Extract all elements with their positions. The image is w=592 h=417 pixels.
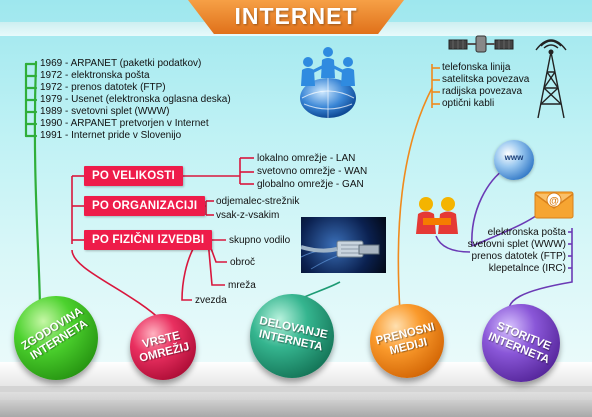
ball-label: PRENOSNI MEDIJI <box>374 321 436 358</box>
history-item: 1972 - prenos datotek (FTP) <box>40 82 166 93</box>
organization-item: vsak-z-vsakim <box>216 210 280 221</box>
history-item: 1990 - ARPANET pretvorjen v Internet <box>40 118 209 129</box>
topic-ball-operation[interactable]: DELOVANJE INTERNETA <box>250 294 334 378</box>
topic-ball-history[interactable]: ZGODOVINA INTERNETA <box>14 296 98 380</box>
page-title: INTERNET <box>234 3 358 29</box>
service-item: klepetalnce (IRC) <box>488 263 566 274</box>
topology-item: skupno vodilo <box>229 235 291 246</box>
www-label: www <box>504 153 524 162</box>
media-item: telefonska linija <box>442 62 511 73</box>
topology-item: zvezda <box>195 295 227 306</box>
history-item: 1991 - Internet pride v Slovenijo <box>40 130 182 141</box>
topic-ball-network-types[interactable]: VRSTE OMREŽIJ <box>130 314 196 380</box>
email-icon: @ <box>534 191 574 219</box>
history-item: 1969 - ARPANET (paketki podatkov) <box>40 58 202 69</box>
topic-ball-services[interactable]: STORITVE INTERNETA <box>482 304 560 382</box>
media-item: radijska povezava <box>442 86 523 97</box>
floor-base <box>0 400 592 417</box>
title-tab <box>188 0 404 34</box>
size-item: lokalno omrežje - LAN <box>257 153 356 164</box>
networking-globe-icon <box>300 47 356 118</box>
size-item: globalno omrežje - GAN <box>257 179 364 190</box>
satellite-icon <box>448 35 514 53</box>
ball-label: ZGODOVINA INTERNETA <box>19 305 90 363</box>
topology-item: obroč <box>230 257 256 268</box>
history-item: 1989 - svetovni splet (WWW) <box>40 106 170 117</box>
category-by-organization: PO ORGANIZACIJI <box>84 196 206 216</box>
category-by-physical: PO FIZIČNI IZVEDBI <box>84 230 213 250</box>
svg-text:@: @ <box>549 196 559 207</box>
topic-ball-media[interactable]: PRENOSNI MEDIJI <box>370 304 444 378</box>
history-item: 1979 - Usenet (elektronska oglasna deska… <box>40 94 231 105</box>
network-cable-image <box>301 217 386 273</box>
ball-label: VRSTE OMREŽIJ <box>138 329 191 365</box>
topology-item: mreža <box>228 280 256 291</box>
ball-label: DELOVANJE INTERNETA <box>257 315 329 354</box>
history-item: 1972 - elektronska pošta <box>40 70 150 81</box>
media-item: satelitska povezava <box>442 74 530 85</box>
service-item: prenos datotek (FTP) <box>471 251 566 262</box>
service-item: elektronska pošta <box>487 227 566 238</box>
media-item: optični kabli <box>442 98 495 109</box>
size-item: svetovno omrežje - WAN <box>257 166 368 177</box>
ball-label: STORITVE INTERNETA <box>486 320 553 367</box>
floor-edge <box>0 386 592 392</box>
www-globe-icon: www <box>494 140 534 180</box>
organization-item: odjemalec-strežnik <box>216 196 300 207</box>
category-by-size: PO VELIKOSTI <box>84 166 183 186</box>
radio-tower-icon <box>535 39 567 119</box>
chat-people-icon <box>416 197 458 234</box>
service-item: svetovni splet (WWW) <box>467 239 566 250</box>
